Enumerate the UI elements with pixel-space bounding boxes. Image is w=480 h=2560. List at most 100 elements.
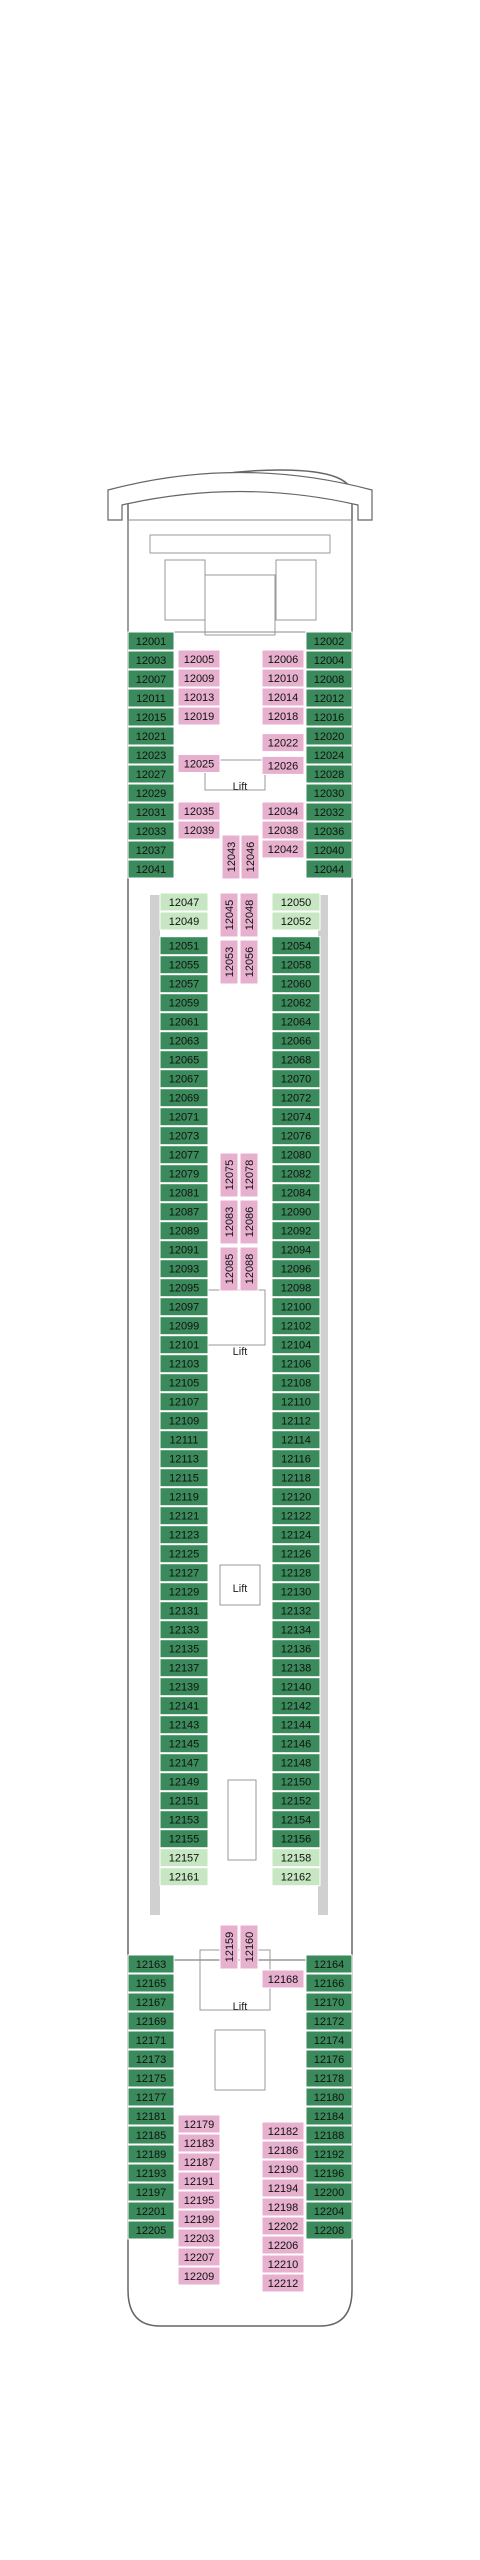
cabin-12100[interactable]: 12100 [271, 1297, 321, 1317]
cabin-12079[interactable]: 12079 [159, 1164, 209, 1184]
cabin-12058[interactable]: 12058 [271, 955, 321, 975]
cabin-12163[interactable]: 12163 [127, 1954, 175, 1974]
cabin-12043[interactable]: 12043 [221, 834, 241, 880]
cabin-12135[interactable]: 12135 [159, 1639, 209, 1659]
cabin-12113[interactable]: 12113 [159, 1449, 209, 1469]
cabin-12138[interactable]: 12138 [271, 1658, 321, 1678]
cabin-12051[interactable]: 12051 [159, 936, 209, 956]
cabin-12185[interactable]: 12185 [127, 2125, 175, 2145]
cabin-12064[interactable]: 12064 [271, 1012, 321, 1032]
cabin-12190[interactable]: 12190 [261, 2159, 305, 2179]
cabin-12025[interactable]: 12025 [177, 754, 221, 773]
cabin-12188[interactable]: 12188 [305, 2125, 353, 2145]
cabin-12164[interactable]: 12164 [305, 1954, 353, 1974]
cabin-12168[interactable]: 12168 [261, 1969, 305, 1989]
cabin-12154[interactable]: 12154 [271, 1810, 321, 1830]
cabin-12037[interactable]: 12037 [127, 840, 175, 860]
cabin-12152[interactable]: 12152 [271, 1791, 321, 1811]
cabin-12006[interactable]: 12006 [261, 649, 305, 669]
cabin-12124[interactable]: 12124 [271, 1525, 321, 1545]
cabin-12189[interactable]: 12189 [127, 2144, 175, 2164]
cabin-12192[interactable]: 12192 [305, 2144, 353, 2164]
cabin-12174[interactable]: 12174 [305, 2030, 353, 2050]
cabin-12110[interactable]: 12110 [271, 1392, 321, 1412]
cabin-12141[interactable]: 12141 [159, 1696, 209, 1716]
cabin-12028[interactable]: 12028 [305, 764, 353, 784]
cabin-12199[interactable]: 12199 [177, 2209, 221, 2229]
cabin-12116[interactable]: 12116 [271, 1449, 321, 1469]
cabin-12072[interactable]: 12072 [271, 1088, 321, 1108]
cabin-12149[interactable]: 12149 [159, 1772, 209, 1792]
cabin-12068[interactable]: 12068 [271, 1050, 321, 1070]
cabin-12178[interactable]: 12178 [305, 2068, 353, 2088]
cabin-12050[interactable]: 12050 [271, 892, 321, 912]
cabin-12170[interactable]: 12170 [305, 1992, 353, 2012]
cabin-12034[interactable]: 12034 [261, 801, 305, 821]
cabin-12194[interactable]: 12194 [261, 2178, 305, 2198]
cabin-12046[interactable]: 12046 [240, 834, 260, 880]
cabin-12094[interactable]: 12094 [271, 1240, 321, 1260]
cabin-12114[interactable]: 12114 [271, 1430, 321, 1450]
cabin-12052[interactable]: 12052 [271, 911, 321, 931]
cabin-12033[interactable]: 12033 [127, 821, 175, 841]
cabin-12156[interactable]: 12156 [271, 1829, 321, 1849]
cabin-12082[interactable]: 12082 [271, 1164, 321, 1184]
cabin-12024[interactable]: 12024 [305, 745, 353, 765]
cabin-12013[interactable]: 12013 [177, 687, 221, 707]
cabin-12005[interactable]: 12005 [177, 649, 221, 669]
cabin-12093[interactable]: 12093 [159, 1259, 209, 1279]
cabin-12047[interactable]: 12047 [159, 892, 209, 912]
cabin-12186[interactable]: 12186 [261, 2140, 305, 2160]
cabin-12195[interactable]: 12195 [177, 2190, 221, 2210]
cabin-12066[interactable]: 12066 [271, 1031, 321, 1051]
cabin-12177[interactable]: 12177 [127, 2087, 175, 2107]
cabin-12036[interactable]: 12036 [305, 821, 353, 841]
cabin-12030[interactable]: 12030 [305, 783, 353, 803]
cabin-12166[interactable]: 12166 [305, 1973, 353, 1993]
cabin-12129[interactable]: 12129 [159, 1582, 209, 1602]
cabin-12148[interactable]: 12148 [271, 1753, 321, 1773]
cabin-12087[interactable]: 12087 [159, 1202, 209, 1222]
cabin-12090[interactable]: 12090 [271, 1202, 321, 1222]
cabin-12126[interactable]: 12126 [271, 1544, 321, 1564]
cabin-12073[interactable]: 12073 [159, 1126, 209, 1146]
cabin-12120[interactable]: 12120 [271, 1487, 321, 1507]
cabin-12196[interactable]: 12196 [305, 2163, 353, 2183]
cabin-12049[interactable]: 12049 [159, 911, 209, 931]
cabin-12115[interactable]: 12115 [159, 1468, 209, 1488]
cabin-12206[interactable]: 12206 [261, 2235, 305, 2255]
cabin-12147[interactable]: 12147 [159, 1753, 209, 1773]
cabin-12209[interactable]: 12209 [177, 2266, 221, 2286]
cabin-12107[interactable]: 12107 [159, 1392, 209, 1412]
cabin-12184[interactable]: 12184 [305, 2106, 353, 2126]
cabin-12172[interactable]: 12172 [305, 2011, 353, 2031]
cabin-12076[interactable]: 12076 [271, 1126, 321, 1146]
cabin-12118[interactable]: 12118 [271, 1468, 321, 1488]
cabin-12159[interactable]: 12159 [219, 1924, 239, 1970]
cabin-12207[interactable]: 12207 [177, 2247, 221, 2267]
cabin-12080[interactable]: 12080 [271, 1145, 321, 1165]
cabin-12193[interactable]: 12193 [127, 2163, 175, 2183]
cabin-12181[interactable]: 12181 [127, 2106, 175, 2126]
cabin-12015[interactable]: 12015 [127, 707, 175, 727]
cabin-12070[interactable]: 12070 [271, 1069, 321, 1089]
cabin-12200[interactable]: 12200 [305, 2182, 353, 2202]
cabin-12103[interactable]: 12103 [159, 1354, 209, 1374]
cabin-12071[interactable]: 12071 [159, 1107, 209, 1127]
cabin-12016[interactable]: 12016 [305, 707, 353, 727]
cabin-12205[interactable]: 12205 [127, 2220, 175, 2240]
cabin-12153[interactable]: 12153 [159, 1810, 209, 1830]
cabin-12162[interactable]: 12162 [271, 1867, 321, 1887]
cabin-12106[interactable]: 12106 [271, 1354, 321, 1374]
cabin-12160[interactable]: 12160 [239, 1924, 259, 1970]
cabin-12122[interactable]: 12122 [271, 1506, 321, 1526]
cabin-12075[interactable]: 12075 [219, 1152, 239, 1198]
cabin-12157[interactable]: 12157 [159, 1848, 209, 1868]
cabin-12095[interactable]: 12095 [159, 1278, 209, 1298]
cabin-12128[interactable]: 12128 [271, 1563, 321, 1583]
cabin-12078[interactable]: 12078 [239, 1152, 259, 1198]
cabin-12175[interactable]: 12175 [127, 2068, 175, 2088]
cabin-12029[interactable]: 12029 [127, 783, 175, 803]
cabin-12133[interactable]: 12133 [159, 1620, 209, 1640]
cabin-12187[interactable]: 12187 [177, 2152, 221, 2172]
